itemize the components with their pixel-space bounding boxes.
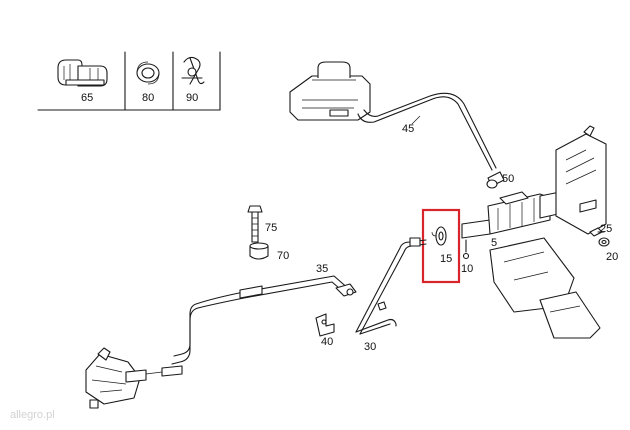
label-40: 40 [321,336,333,348]
slave-cylinder [85,347,183,409]
bolt-25 [589,227,605,237]
bolt-75 [247,205,263,243]
label-5: 5 [491,237,497,249]
legend-label-80: 80 [142,92,154,104]
label-25: 25 [600,223,612,235]
label-35: 35 [316,263,328,275]
label-45: 45 [402,123,414,135]
seal-15 [431,226,447,246]
label-30: 30 [364,341,376,353]
hose-45 [357,92,505,187]
mount-70 [249,242,269,260]
clip-65-icon [57,59,108,87]
legend-label-65: 65 [81,92,93,104]
fluid-reservoir [289,61,371,121]
washer-20 [598,237,610,247]
label-20: 20 [606,251,618,263]
label-15: 15 [440,253,452,265]
pedal-assembly [489,125,607,339]
label-10: 10 [461,263,473,275]
label-75: 75 [265,222,277,234]
legend-label-90: 90 [186,92,198,104]
legend-table [37,51,221,111]
line-30 [355,237,427,335]
line-35 [171,275,357,365]
pin-10 [462,239,470,260]
watermark-text: allegro.pl [10,409,55,421]
label-70: 70 [277,250,289,262]
bracket-40 [315,313,335,337]
clip-50 [486,179,498,189]
label-50: 50 [502,173,514,185]
clip-90-icon [181,56,205,85]
grommet-80-icon [136,61,160,85]
highlight-box-15 [421,208,461,284]
